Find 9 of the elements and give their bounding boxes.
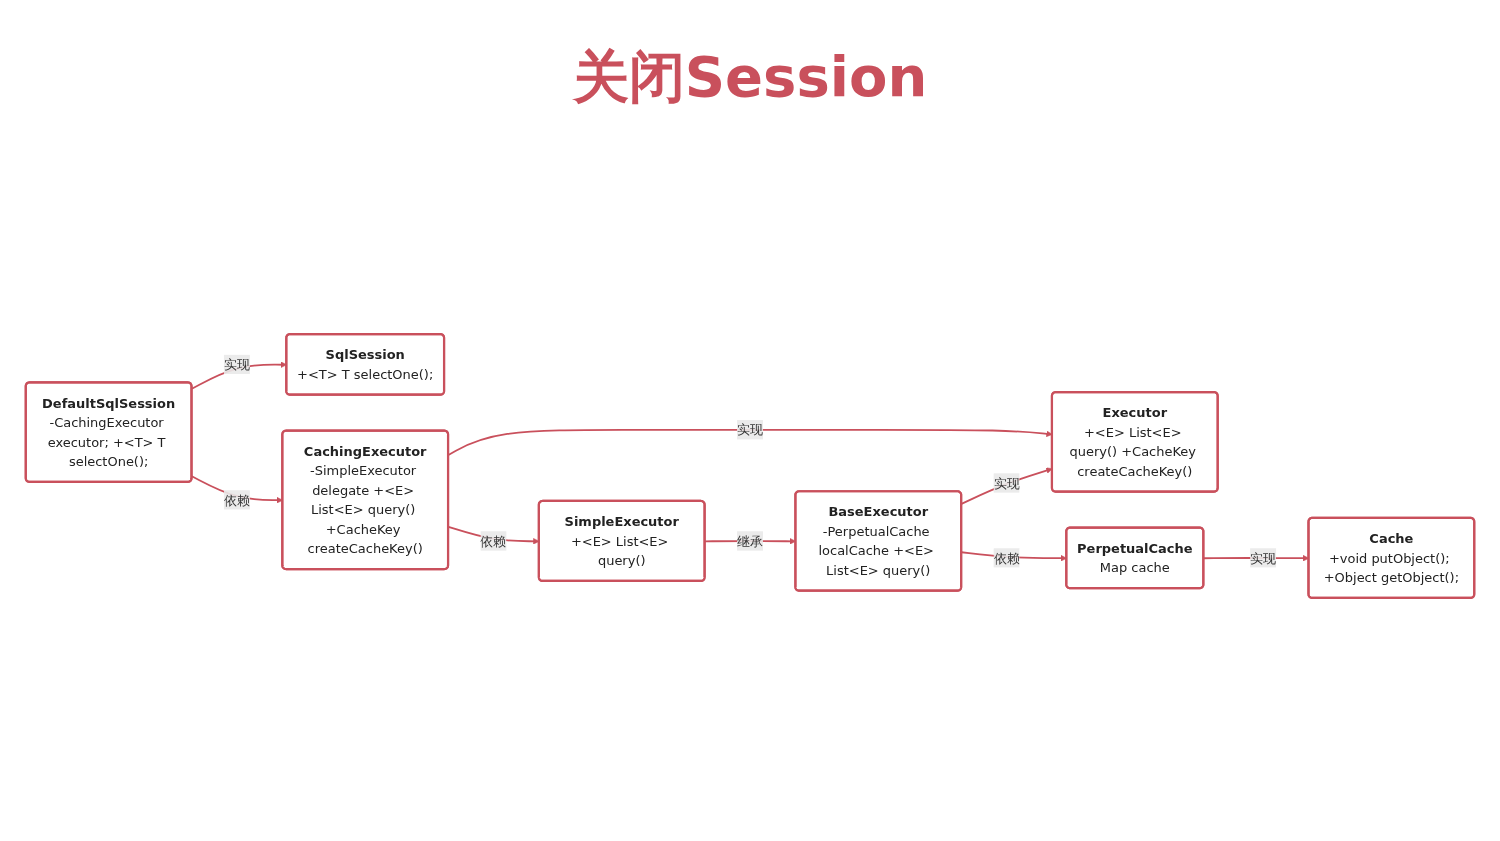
edge-label: 实现 [223,356,250,372]
edge-label: 依赖 [993,550,1020,566]
edge-label: 实现 [737,422,763,438]
edge-label: 继承 [737,533,763,549]
edge-label: 实现 [1250,550,1277,566]
edge-label: 依赖 [223,492,250,508]
edge-label: 实现 [993,475,1020,491]
diagram-title: 关闭Session [571,43,929,111]
edge-label: 依赖 [480,533,507,549]
